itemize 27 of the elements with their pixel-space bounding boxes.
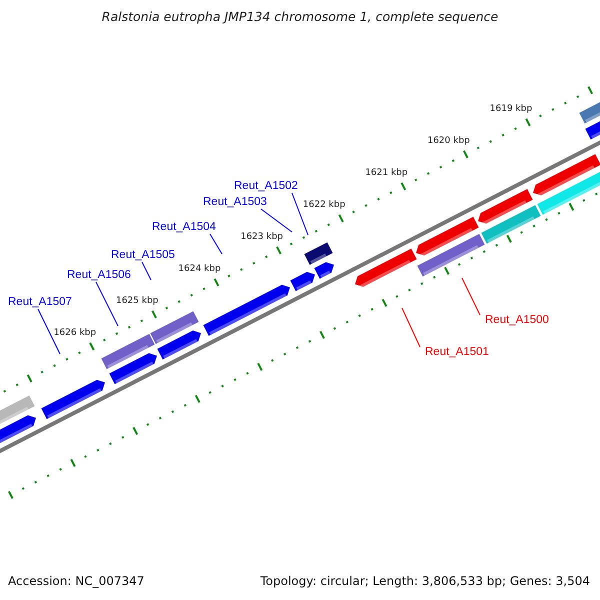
footer-text: Accession: NC_007347 — [8, 574, 144, 589]
scale-label: 1622 kbp — [302, 200, 346, 212]
scale-label: 1624 kbp — [178, 264, 221, 276]
gene-label: Reut_A1501 — [425, 345, 489, 359]
scale-label: 1621 kbp — [365, 168, 408, 180]
scale-label: 1619 kbp — [490, 104, 532, 116]
leader-line — [462, 278, 480, 316]
scale-label: 1623 kbp — [240, 232, 283, 244]
scale-label: 1626 kbp — [54, 328, 96, 340]
gene-label: Reut_A1506 — [67, 268, 131, 282]
leader-line — [142, 262, 152, 280]
leader-line — [260, 208, 292, 232]
gene-label: Reut_A1500 — [485, 313, 549, 327]
footer-text: Topology: circular; Length: 3,806,533 bp; Genes: 3,504 — [260, 574, 590, 589]
gene-label: Reut_A1502 — [234, 179, 298, 193]
leader-line — [38, 308, 60, 354]
gene-label: Reut_A1504 — [152, 220, 216, 234]
leader-line — [96, 282, 118, 326]
gene-label: Reut_A1505 — [111, 248, 175, 262]
scale-label: 1620 kbp — [427, 136, 470, 148]
diagram-title: Ralstonia eutropha JMP134 chromosome 1, complete sequence — [100, 9, 500, 24]
scale-label: 1625 kbp — [116, 296, 158, 308]
leader-line — [210, 234, 222, 254]
gene-label: Reut_A1507 — [8, 295, 72, 309]
gene-label: Reut_A1503 — [203, 195, 267, 209]
leader-line — [402, 308, 420, 348]
leader-line — [292, 192, 308, 236]
